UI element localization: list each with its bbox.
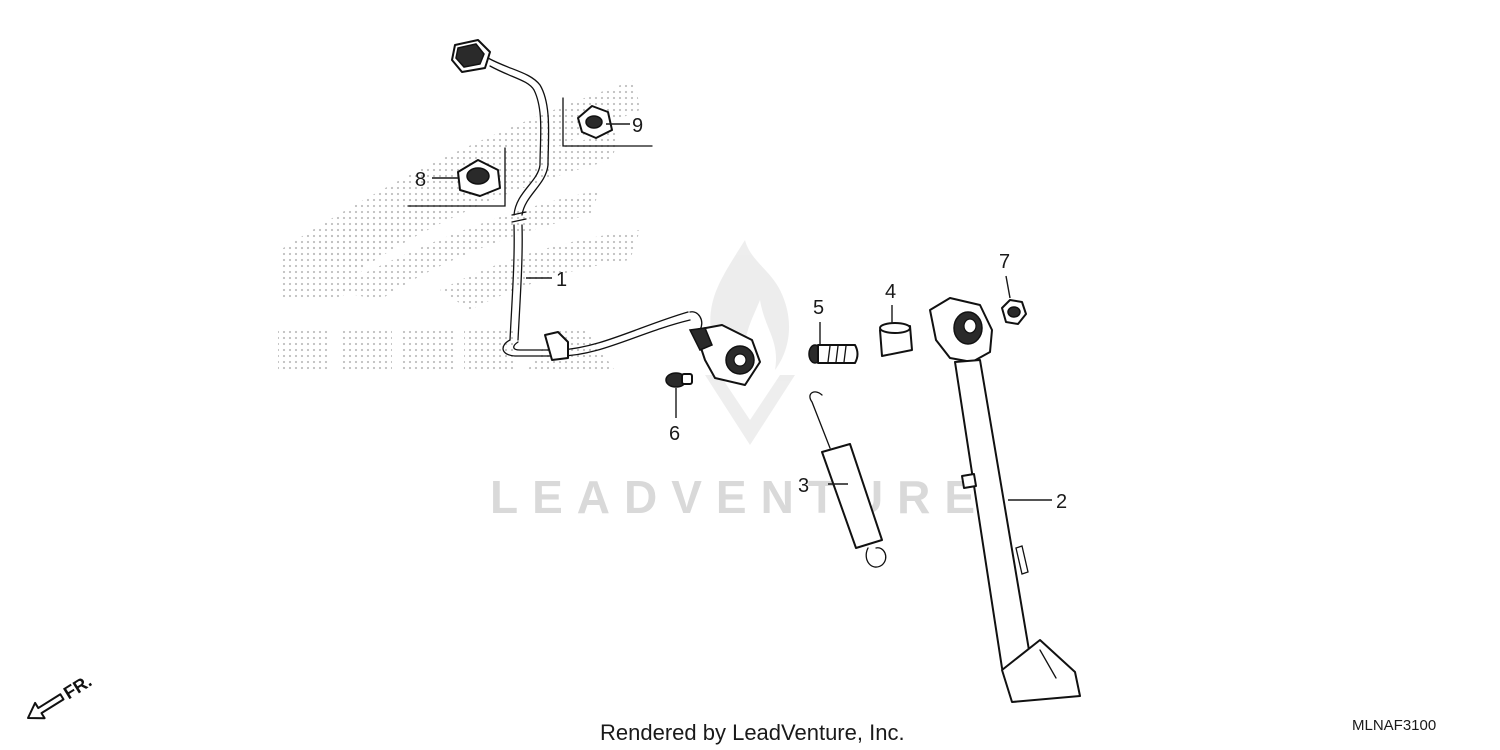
callout-6[interactable]: 6 (669, 423, 680, 445)
callout-2[interactable]: 2 (1056, 491, 1067, 513)
part-5-bolt[interactable] (808, 344, 859, 364)
part-6-screw[interactable] (665, 372, 693, 388)
part-1-switch-harness[interactable] (451, 39, 761, 386)
front-direction-indicator: FR. (27, 671, 95, 720)
callout-7[interactable]: 7 (999, 251, 1010, 273)
callout-labels: 1 2 3 4 5 6 7 8 9 (415, 115, 1067, 513)
part-7-nut[interactable] (1001, 299, 1027, 325)
callout-1[interactable]: 1 (556, 269, 567, 291)
part-9-clip[interactable] (562, 97, 653, 147)
callout-3[interactable]: 3 (798, 475, 809, 497)
part-8-clamp[interactable] (407, 147, 506, 207)
part-4-collar[interactable] (879, 322, 913, 357)
front-arrow-icon (27, 693, 65, 720)
part-3-spring[interactable] (809, 391, 887, 568)
callout-9[interactable]: 9 (632, 115, 643, 137)
front-label: FR. (60, 671, 95, 703)
footer-credit: Rendered by LeadVenture, Inc. (600, 720, 905, 745)
callout-8[interactable]: 8 (415, 169, 426, 191)
callout-5[interactable]: 5 (813, 297, 824, 319)
callout-4[interactable]: 4 (885, 281, 896, 303)
diagram-code: MLNAF3100 (1352, 717, 1436, 734)
part-2-side-stand[interactable] (929, 297, 1081, 703)
callout-leaders (432, 123, 1052, 501)
watermark-text: LEADVENTURE (490, 471, 989, 523)
